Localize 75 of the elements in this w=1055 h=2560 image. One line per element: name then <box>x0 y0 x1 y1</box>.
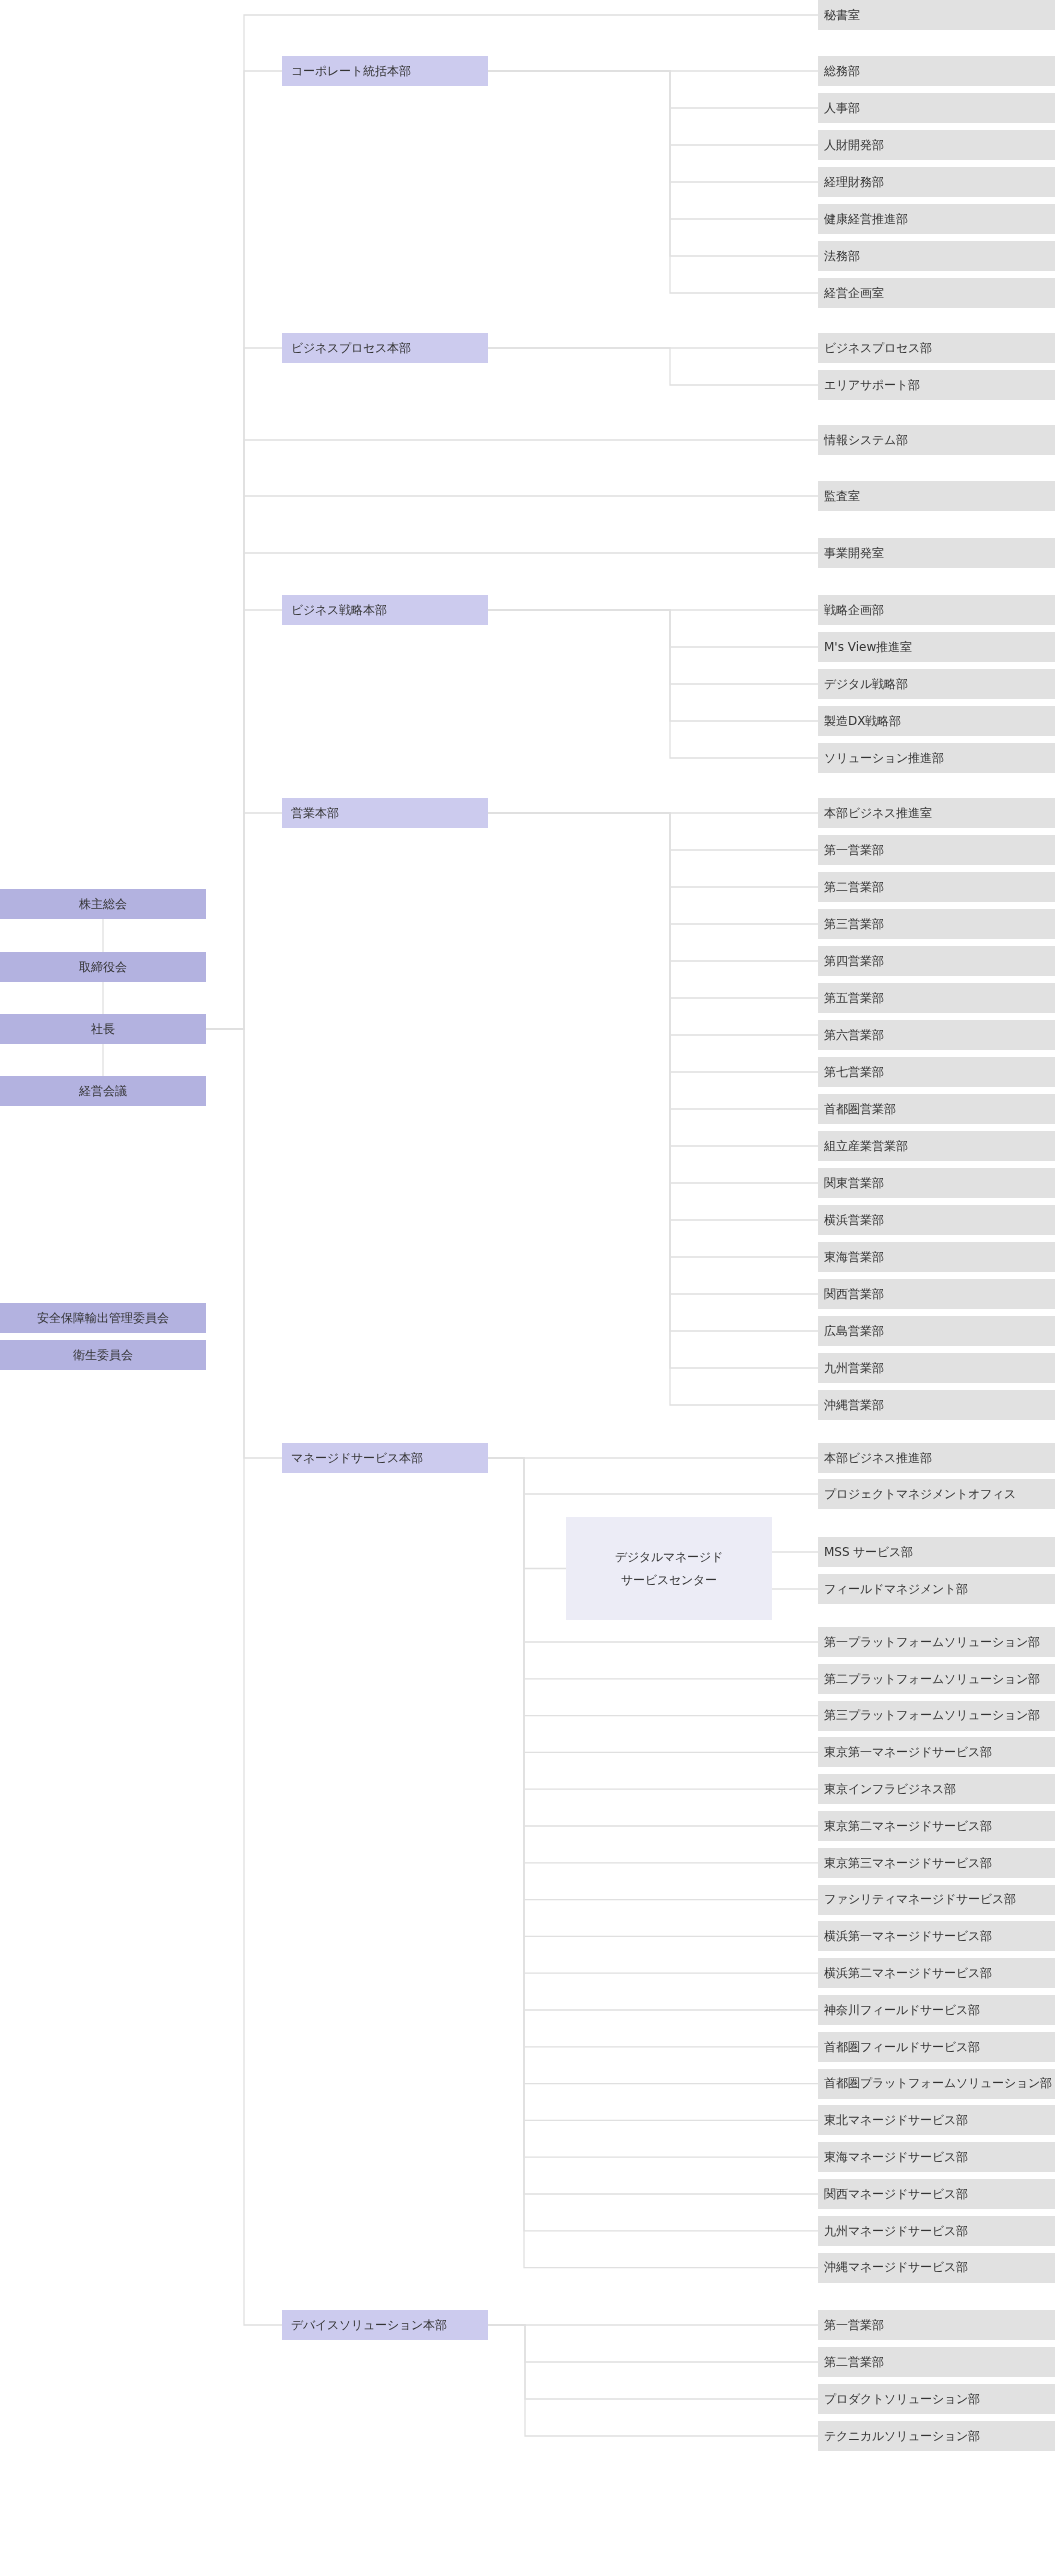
department-box: 法務部 <box>818 241 1055 271</box>
department-box: 首都圏営業部 <box>818 1094 1055 1124</box>
department-box: MSS サービス部 <box>818 1537 1055 1567</box>
department-box: 第二営業部 <box>818 2347 1055 2377</box>
department-box: フィールドマネジメント部 <box>818 1574 1055 1604</box>
department-box: 健康経営推進部 <box>818 204 1055 234</box>
department-box: 横浜第一マネージドサービス部 <box>818 1921 1055 1952</box>
department-box: 東京第三マネージドサービス部 <box>818 1847 1055 1878</box>
org-box: マネージドサービス本部 <box>282 1443 488 1473</box>
department-box: 第一プラットフォームソリューション部 <box>818 1627 1055 1657</box>
department-box: デジタル戦略部 <box>818 669 1055 699</box>
department-box: 沖縄営業部 <box>818 1390 1055 1420</box>
center-box: デジタルマネージドサービスセンター <box>566 1517 772 1620</box>
department-box: 第一営業部 <box>818 2310 1055 2340</box>
org-box: 社長 <box>0 1014 206 1044</box>
department-box: プロダクトソリューション部 <box>818 2384 1055 2414</box>
department-box: 首都圏フィールドサービス部 <box>818 2031 1055 2062</box>
department-box: 東海マネージドサービス部 <box>818 2142 1055 2173</box>
department-box: 第五営業部 <box>818 983 1055 1013</box>
department-box: ファシリティマネージドサービス部 <box>818 1884 1055 1915</box>
department-box: 総務部 <box>818 56 1055 86</box>
department-box: 製造DX戦略部 <box>818 706 1055 736</box>
org-box: デバイスソリューション本部 <box>282 2310 488 2340</box>
department-box: 関東営業部 <box>818 1168 1055 1198</box>
department-box: 第三プラットフォームソリューション部 <box>818 1700 1055 1731</box>
department-box: 神奈川フィールドサービス部 <box>818 1995 1055 2025</box>
department-box: 沖縄マネージドサービス部 <box>818 2252 1055 2283</box>
department-box: 秘書室 <box>818 0 1055 30</box>
department-box: 第四営業部 <box>818 946 1055 976</box>
department-box: ビジネスプロセス部 <box>818 333 1055 363</box>
department-box: 東北マネージドサービス部 <box>818 2105 1055 2136</box>
department-box: 東京インフラビジネス部 <box>818 1774 1055 1805</box>
department-box: テクニカルソリューション部 <box>818 2421 1055 2451</box>
department-box: 第七営業部 <box>818 1057 1055 1087</box>
department-box: 事業開発室 <box>818 538 1055 568</box>
department-box: 本部ビジネス推進部 <box>818 1443 1055 1473</box>
department-box: 第三営業部 <box>818 909 1055 939</box>
department-box: ソリューション推進部 <box>818 743 1055 773</box>
department-box: 横浜営業部 <box>818 1205 1055 1235</box>
department-box: 九州マネージドサービス部 <box>818 2215 1055 2246</box>
department-box: 横浜第二マネージドサービス部 <box>818 1958 1055 1989</box>
department-box: 第六営業部 <box>818 1020 1055 1050</box>
org-box: 取締役会 <box>0 952 206 982</box>
department-box: 東京第二マネージドサービス部 <box>818 1811 1055 1841</box>
org-box: 株主総会 <box>0 889 206 919</box>
department-box: 人財開発部 <box>818 130 1055 160</box>
department-box: 第一営業部 <box>818 835 1055 865</box>
org-box: ビジネス戦略本部 <box>282 595 488 625</box>
department-box: M's View推進室 <box>818 632 1055 662</box>
department-box: エリアサポート部 <box>818 370 1055 400</box>
department-box: 戦略企画部 <box>818 595 1055 625</box>
department-box: 関西マネージドサービス部 <box>818 2179 1055 2209</box>
department-box: 監査室 <box>818 481 1055 511</box>
department-box: 第二プラットフォームソリューション部 <box>818 1663 1055 1694</box>
department-box: 東海営業部 <box>818 1242 1055 1272</box>
department-box: 第二営業部 <box>818 872 1055 902</box>
department-box: 組立産業営業部 <box>818 1131 1055 1161</box>
department-box: 人事部 <box>818 93 1055 123</box>
connector-line <box>487 347 819 386</box>
department-box: 経理財務部 <box>818 167 1055 197</box>
department-box: 九州営業部 <box>818 1353 1055 1383</box>
department-box: 関西営業部 <box>818 1279 1055 1309</box>
department-box: 首都圏プラットフォームソリューション部 <box>818 2068 1055 2099</box>
department-box: 本部ビジネス推進室 <box>818 798 1055 828</box>
org-box: 安全保障輸出管理委員会 <box>0 1303 206 1333</box>
department-box: 経営企画室 <box>818 278 1055 308</box>
org-box: コーポレート統括本部 <box>282 56 488 86</box>
org-box: 経営会議 <box>0 1076 206 1106</box>
org-box: ビジネスプロセス本部 <box>282 333 488 363</box>
org-box: 営業本部 <box>282 798 488 828</box>
department-box: プロジェクトマネジメントオフィス <box>818 1479 1055 1509</box>
department-box: 東京第一マネージドサービス部 <box>818 1737 1055 1768</box>
department-box: 広島営業部 <box>818 1316 1055 1346</box>
department-box: 情報システム部 <box>818 425 1055 455</box>
org-box: 衛生委員会 <box>0 1340 206 1370</box>
